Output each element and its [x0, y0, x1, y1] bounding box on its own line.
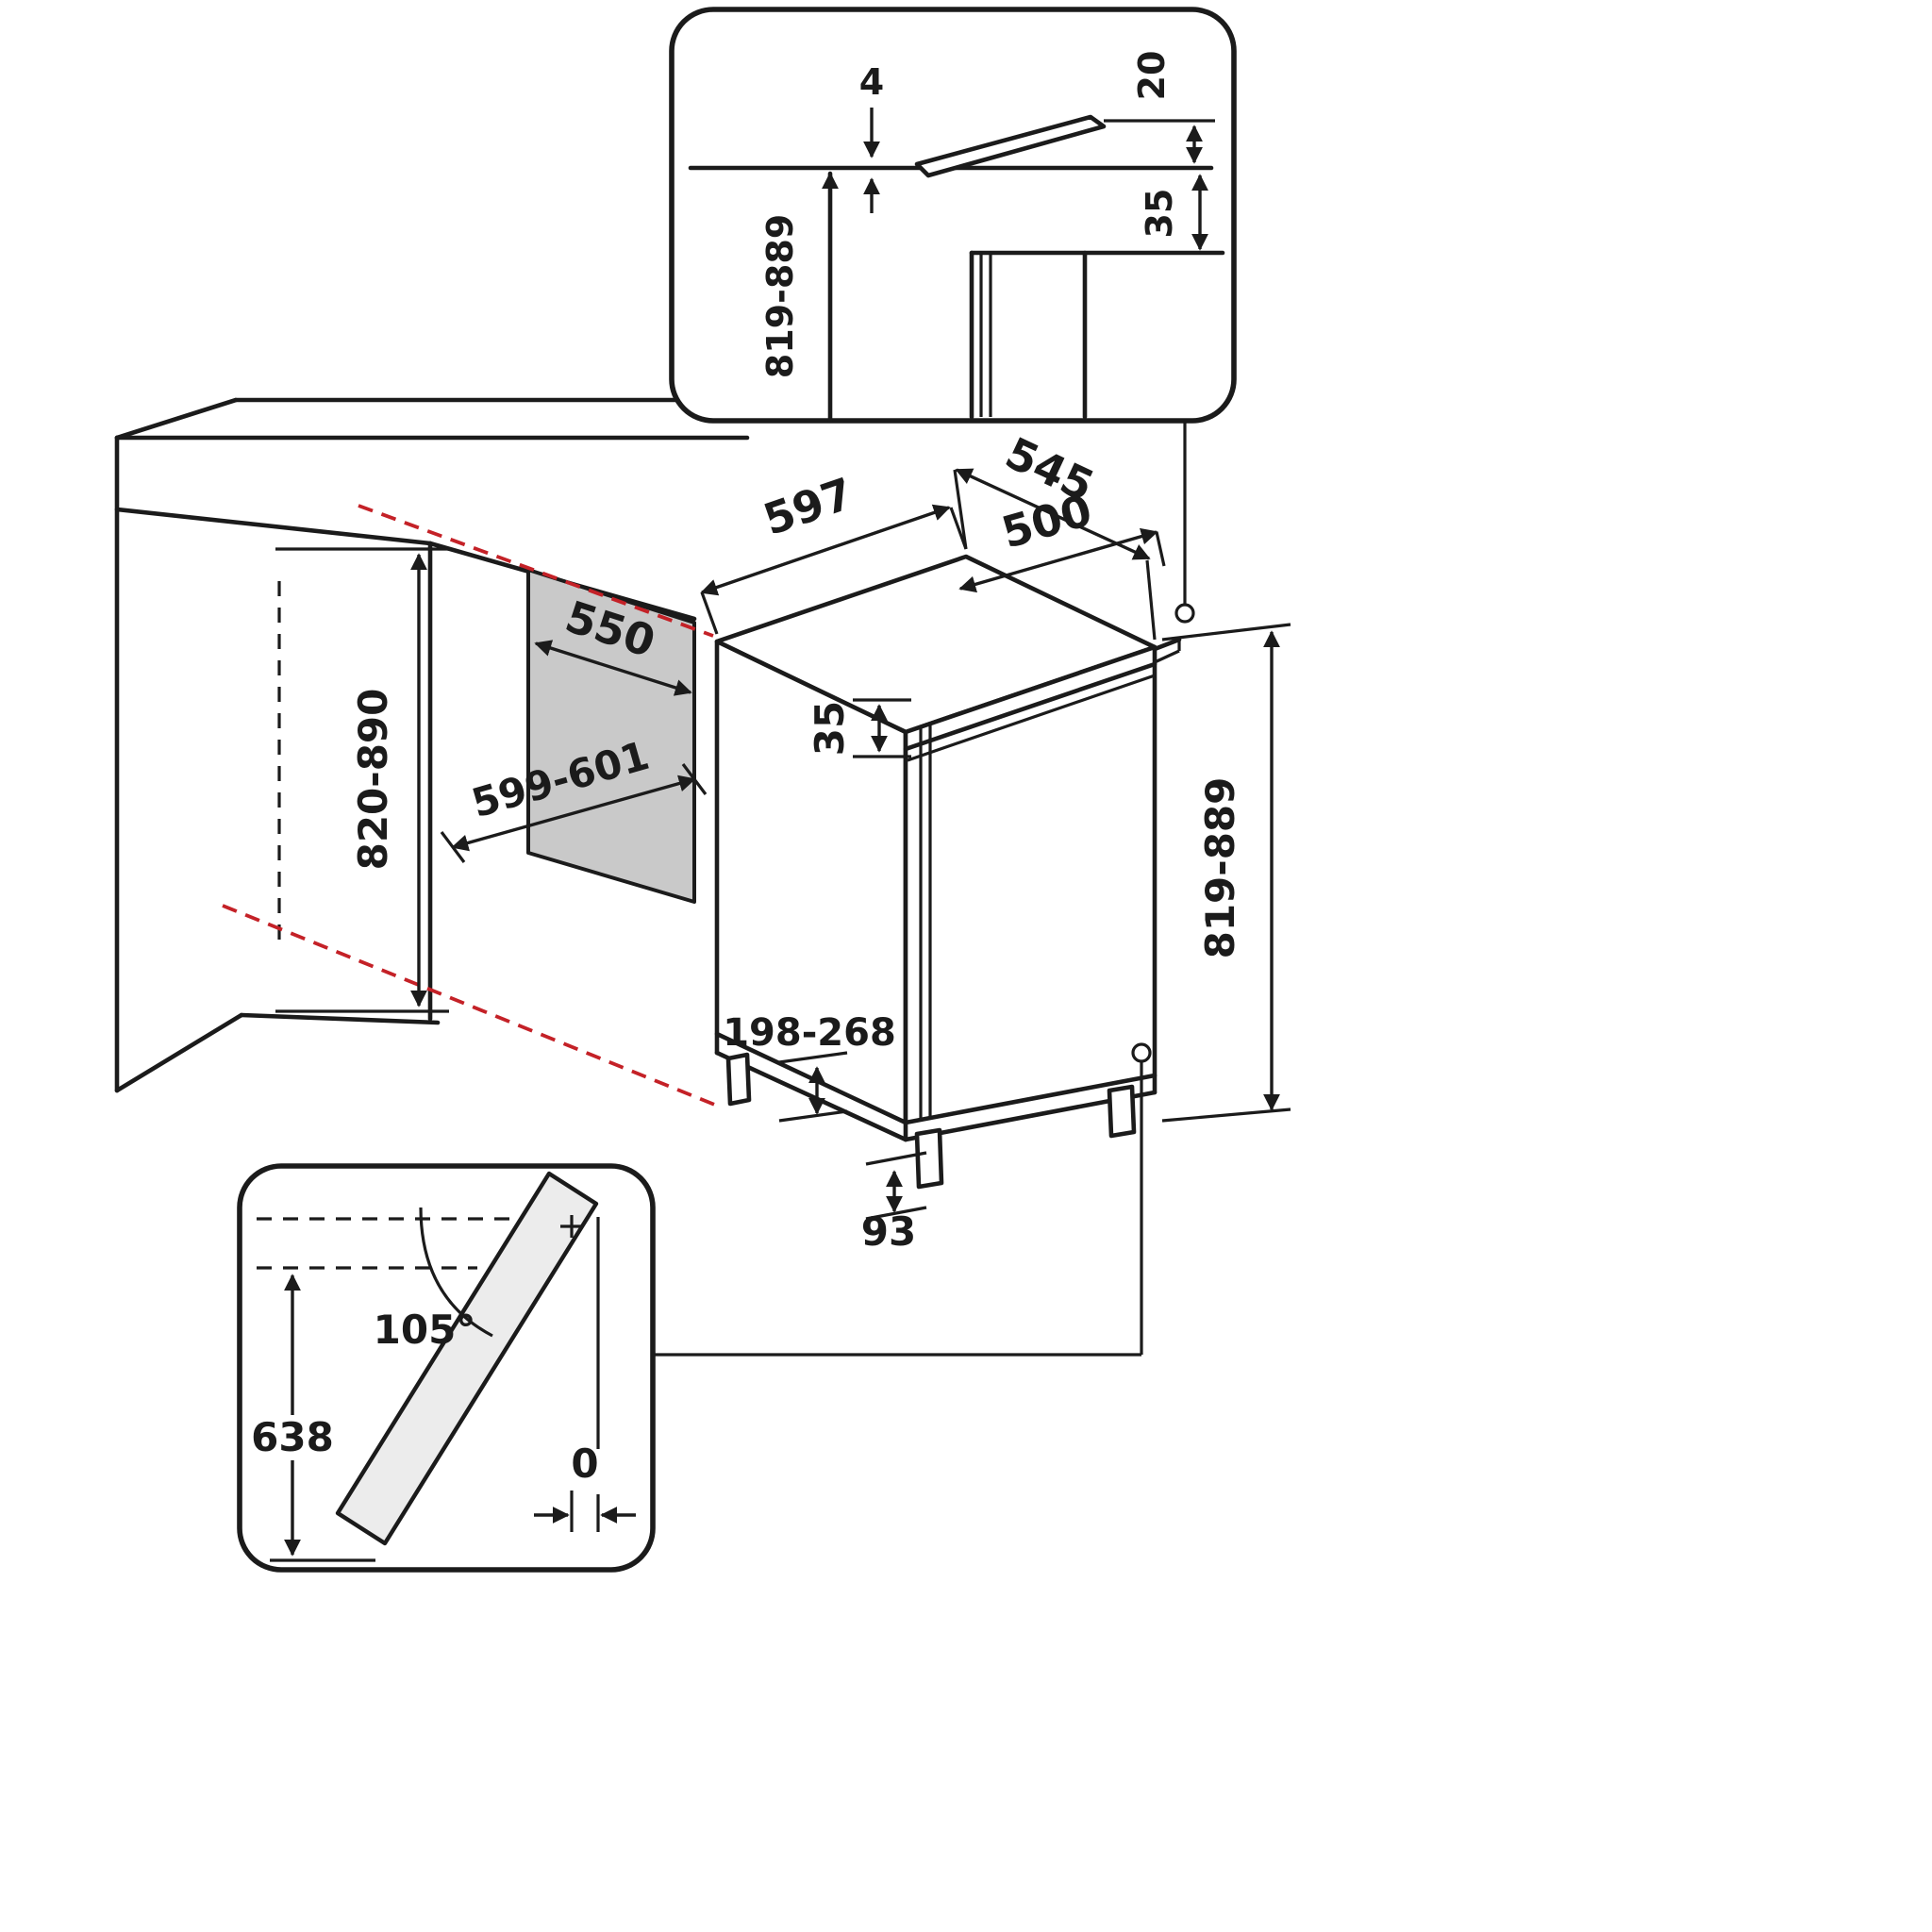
- dim-label-foot-inset: 93: [861, 1208, 916, 1255]
- dim-top-gap-35: 35: [807, 698, 911, 758]
- dim-label-door-height: 638: [251, 1414, 334, 1460]
- dim-label-trim-thickness: 4: [859, 61, 884, 103]
- worktop-trim: [914, 114, 1107, 178]
- dim-appliance-height-819-889: 819-889: [1161, 623, 1291, 1123]
- foot-back-left: [725, 1052, 752, 1107]
- inset-dim-side-clearance-0: 0: [534, 1441, 636, 1524]
- callout-leaders: [653, 421, 1195, 1357]
- inset-dim-angle: 105°: [374, 1307, 476, 1353]
- dim-depth-545: 545: [953, 427, 1157, 641]
- inset-dim-door-height-638: 638: [247, 1274, 375, 1562]
- foot-front-left: [914, 1127, 944, 1190]
- dim-label-appliance-height: 819-889: [1197, 777, 1243, 959]
- dim-label-plinth-height: 198-268: [723, 1011, 896, 1055]
- door-details: [903, 637, 1182, 1119]
- dim-label-opening-angle: 105°: [374, 1307, 476, 1353]
- open-door: [335, 1171, 599, 1546]
- dim-niche-height-820-890: 820-890: [275, 547, 449, 1013]
- dim-label-top-gap: 35: [807, 701, 853, 756]
- dim-label-niche-height: 820-890: [350, 689, 396, 871]
- foot-front-right: [1107, 1084, 1137, 1139]
- counter-outline: [114, 397, 773, 1093]
- dim-foot-inset-93: 93: [861, 1151, 927, 1255]
- dim-label-rear-clearance: 20: [1131, 51, 1173, 101]
- projection-lines: [222, 504, 718, 1108]
- dim-label-side-clearance: 0: [571, 1441, 598, 1487]
- hinge-mark: [560, 1215, 583, 1238]
- dim-label-worktop-height: 819-889: [759, 214, 801, 378]
- dim-label-inset-top-gap: 35: [1139, 189, 1180, 239]
- inset-dim-top-gap-35: 35: [1139, 174, 1208, 251]
- swing-arc: [419, 1207, 493, 1338]
- door-swing-inset: 105° 638 0: [237, 1163, 656, 1573]
- appliance-outline: [714, 554, 1182, 1190]
- top-detail-inset: 4 20 35 819-889: [669, 7, 1237, 424]
- inset-dim-rear-clearance-20: 20: [1104, 51, 1215, 164]
- dim-plinth-height-198-268: 198-268: [723, 1011, 896, 1123]
- inset-dim-trim-thickness-4: 4: [859, 61, 884, 213]
